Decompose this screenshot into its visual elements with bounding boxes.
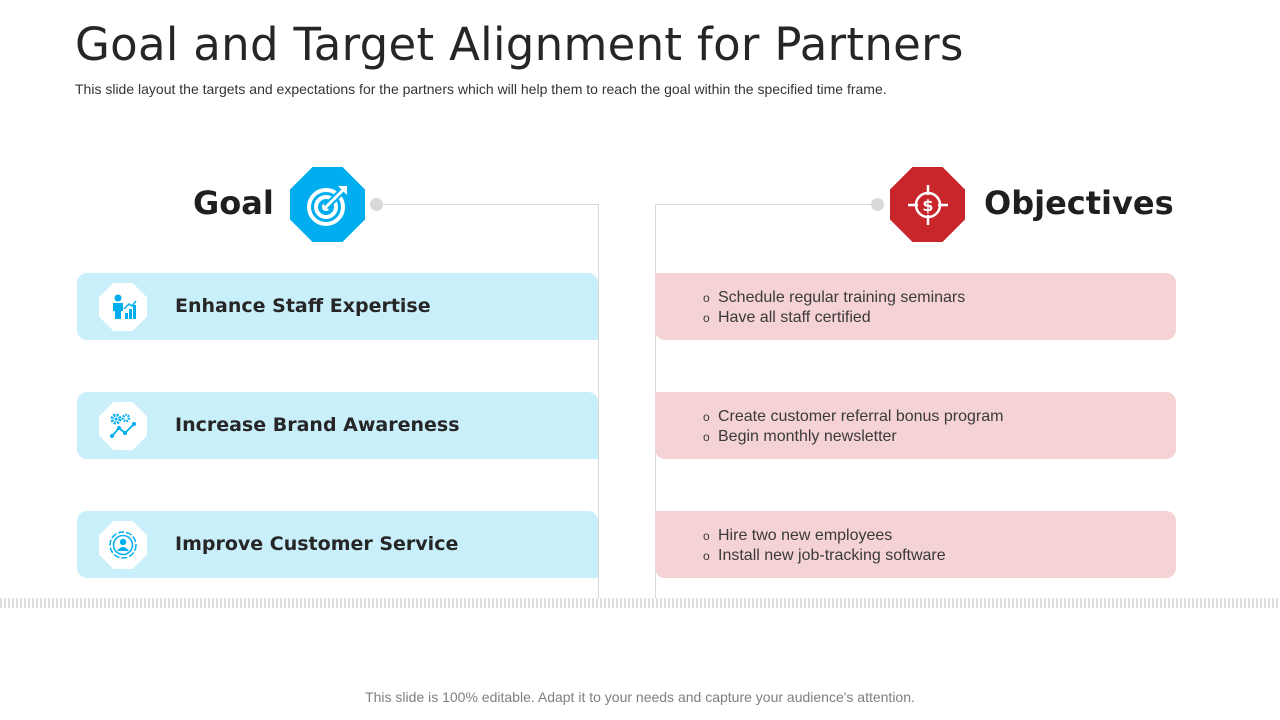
gears-chart-icon bbox=[99, 402, 147, 450]
staff-growth-icon bbox=[99, 283, 147, 331]
objective-item: o Install new job-tracking software bbox=[703, 546, 946, 566]
target-icon bbox=[290, 167, 365, 242]
decorative-stripe bbox=[0, 598, 1280, 608]
objective-item: o Begin monthly newsletter bbox=[703, 427, 1003, 447]
objectives-connector-line bbox=[655, 204, 871, 205]
bullet-marker: o bbox=[703, 291, 710, 305]
objective-text: Create customer referral bonus program bbox=[718, 408, 1004, 425]
objectives-heading: Objectives bbox=[984, 184, 1174, 222]
objective-item: o Create customer referral bonus program bbox=[703, 407, 1003, 427]
bullet-marker: o bbox=[703, 529, 710, 543]
objective-text: Have all staff certified bbox=[718, 309, 871, 326]
goal-heading: Goal bbox=[193, 184, 274, 222]
page-title: Goal and Target Alignment for Partners bbox=[75, 18, 964, 71]
goal-card: Enhance Staff Expertise bbox=[77, 273, 598, 340]
objective-text: Schedule regular training seminars bbox=[718, 289, 966, 306]
objective-text: Hire two new employees bbox=[718, 527, 893, 544]
bullet-marker: o bbox=[703, 549, 710, 563]
objective-text: Begin monthly newsletter bbox=[718, 428, 897, 445]
goal-connector-line bbox=[383, 204, 598, 205]
dollar-target-icon: $ bbox=[890, 167, 965, 242]
goal-vertical-line bbox=[598, 204, 599, 598]
bullet-marker: o bbox=[703, 410, 710, 424]
goal-card: Improve Customer Service bbox=[77, 511, 598, 578]
customer-service-icon bbox=[99, 521, 147, 569]
svg-text:$: $ bbox=[922, 196, 933, 215]
goal-connector-dot bbox=[370, 198, 383, 211]
objective-item: o Have all staff certified bbox=[703, 308, 965, 328]
objectives-connector-dot bbox=[871, 198, 884, 211]
objective-text: Install new job-tracking software bbox=[718, 547, 946, 564]
goal-label: Improve Customer Service bbox=[175, 533, 459, 555]
goal-label: Enhance Staff Expertise bbox=[175, 295, 431, 317]
page-subtitle: This slide layout the targets and expect… bbox=[75, 81, 887, 97]
objective-item: o Hire two new employees bbox=[703, 526, 946, 546]
bullet-marker: o bbox=[703, 430, 710, 444]
goal-card: Increase Brand Awareness bbox=[77, 392, 598, 459]
footer-note: This slide is 100% editable. Adapt it to… bbox=[365, 689, 915, 705]
objective-item: o Schedule regular training seminars bbox=[703, 288, 965, 308]
bullet-marker: o bbox=[703, 311, 710, 325]
goal-label: Increase Brand Awareness bbox=[175, 414, 460, 436]
